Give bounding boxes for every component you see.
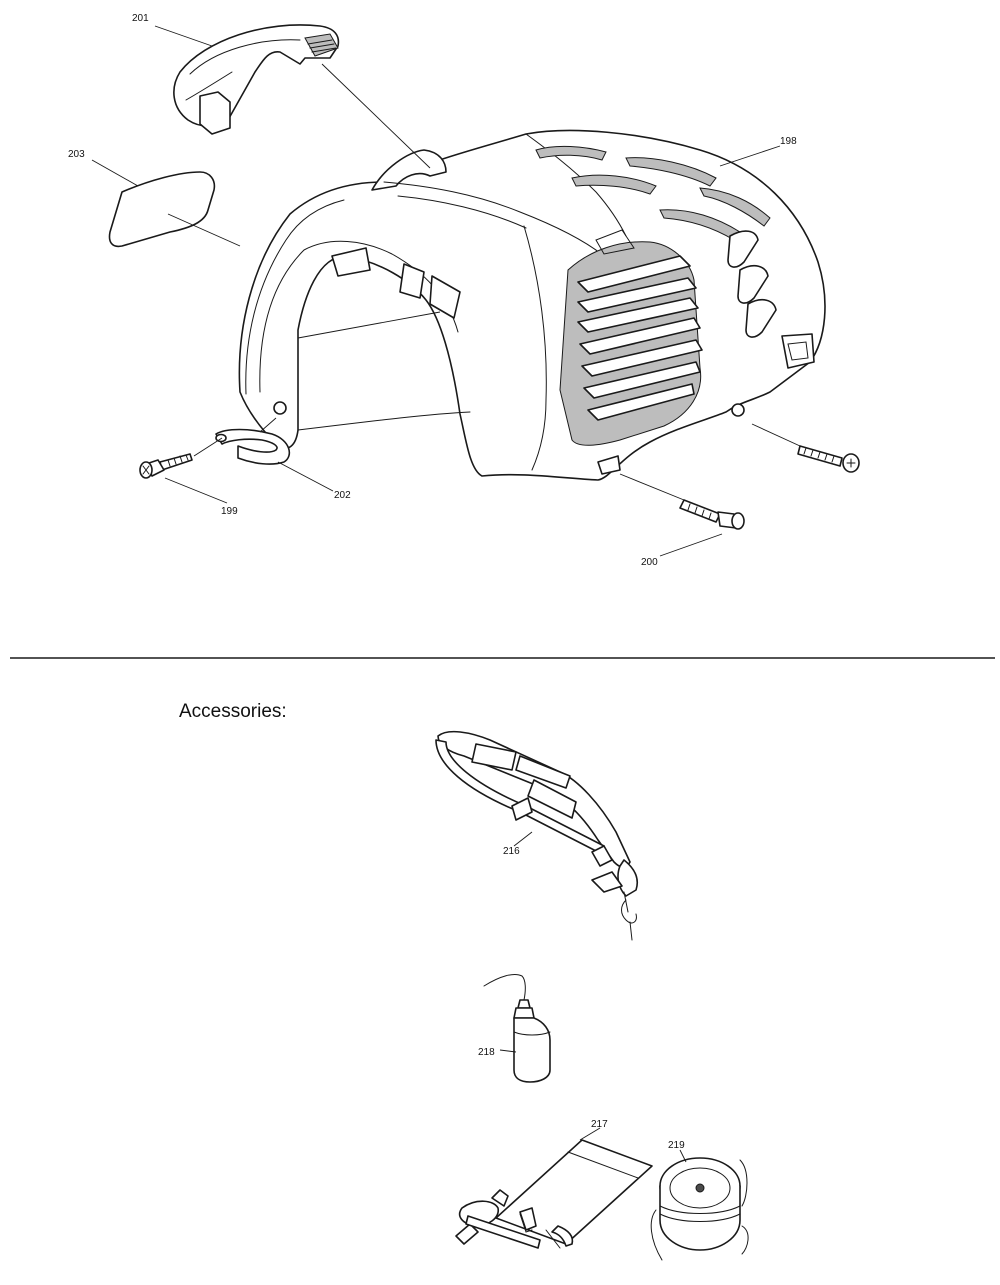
part-216-shoulder-harness: [435, 730, 639, 941]
callout-202: 202: [334, 490, 351, 501]
grille-louvers: [577, 255, 703, 421]
callout-217: 217: [591, 1119, 608, 1130]
part-218-oil-bottle: [483, 973, 551, 1083]
callout-199: 199: [221, 506, 238, 517]
callout-203: 203: [68, 149, 85, 160]
part-219-trimmer-spool: [650, 1149, 749, 1261]
part-200-bolt: [679, 499, 745, 530]
part-217-tool-kit: [455, 1127, 653, 1249]
part-203-decal: [108, 171, 216, 248]
callout-219: 219: [668, 1140, 685, 1151]
part-198-engine-cover: [238, 129, 826, 481]
callout-218: 218: [478, 1047, 495, 1058]
part-201-top-cover: [173, 24, 340, 135]
callout-216: 216: [503, 846, 520, 857]
callout-200: 200: [641, 557, 658, 568]
leader-218: [499, 1049, 517, 1053]
accessories-heading: Accessories:: [179, 701, 287, 722]
callout-201: 201: [132, 13, 149, 24]
part-side-screw: [797, 445, 860, 473]
leader-216: [513, 831, 533, 847]
part-199-screw: [139, 453, 193, 479]
callout-198: 198: [780, 136, 797, 147]
assembly-lines: [91, 25, 801, 557]
